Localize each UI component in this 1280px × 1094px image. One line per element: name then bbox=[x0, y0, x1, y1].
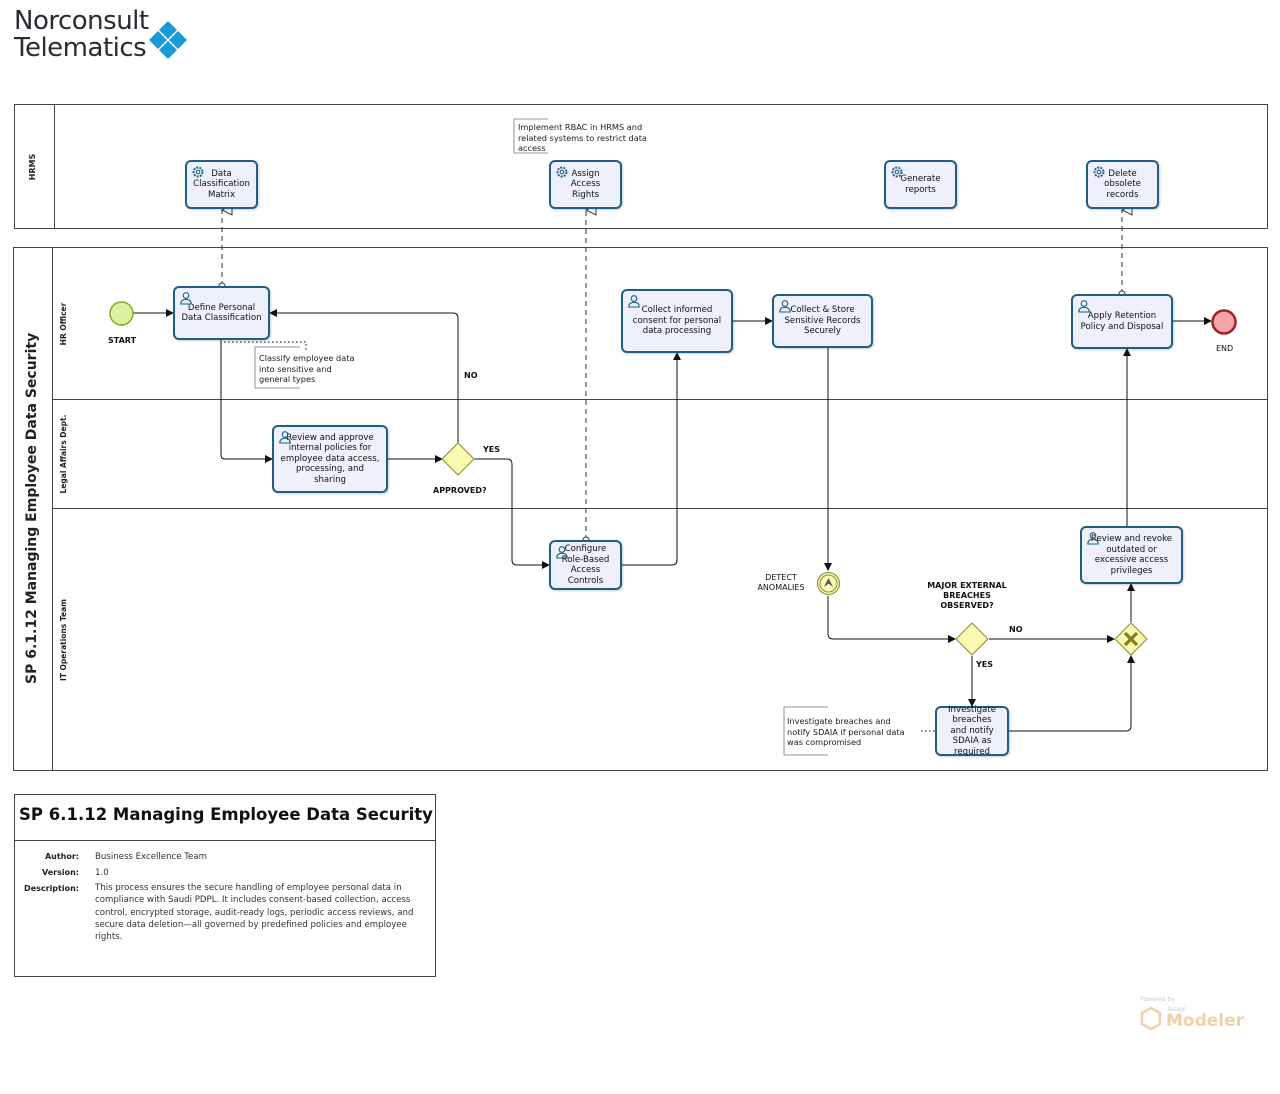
description-value: This process ensures the secure handling… bbox=[95, 883, 414, 943]
info-title: SP 6.1.12 Managing Employee Data Securit… bbox=[19, 805, 433, 824]
main-pool-header bbox=[13, 247, 53, 771]
investigate-breaches-task[interactable]: Investigate breaches and notify SDAIA as… bbox=[935, 704, 1009, 757]
start-event-label: START bbox=[108, 336, 137, 345]
end-event-icon[interactable] bbox=[1210, 308, 1238, 336]
approved-gateway-label: APPROVED? bbox=[433, 486, 487, 495]
task-label: Investigate breaches and notify SDAIA as… bbox=[948, 704, 996, 757]
gear-icon bbox=[1093, 166, 1105, 178]
main-pool bbox=[13, 247, 1268, 771]
task-label: Assign Access Rights bbox=[570, 168, 601, 200]
classify-annotation: Classify employee data into sensitive an… bbox=[259, 353, 355, 384]
hrms-pool-header bbox=[14, 104, 55, 229]
logo-line-1: Norconsult bbox=[14, 6, 149, 36]
bizagi-cube-icon bbox=[1140, 1006, 1162, 1031]
logo-diamond-icon bbox=[149, 21, 187, 59]
detect-anomalies-label: DETECT ANOMALIES bbox=[757, 573, 805, 592]
detect-anomalies-event-icon[interactable] bbox=[816, 571, 841, 596]
modeler-brand-text: Modeler bbox=[1166, 1011, 1245, 1031]
task-label: Review and approve internal policies for… bbox=[280, 432, 380, 485]
delete-obsolete-records-task[interactable]: Delete obsolete records bbox=[1086, 160, 1159, 209]
gear-icon bbox=[891, 166, 903, 178]
breach-gateway-label: MAJOR EXTERNAL BREACHES OBSERVED? bbox=[927, 581, 1007, 610]
approved-gateway-icon[interactable] bbox=[441, 442, 475, 476]
gear-icon bbox=[556, 166, 568, 178]
user-icon bbox=[556, 546, 568, 559]
apply-retention-policy-task[interactable]: Apply Retention Policy and Disposal bbox=[1071, 294, 1173, 349]
task-label: Collect & Store Sensitive Records Secure… bbox=[784, 305, 861, 337]
breach-gateway-icon[interactable] bbox=[955, 622, 989, 656]
task-label: Collect informed consent for personal da… bbox=[632, 305, 722, 337]
task-label: Apply Retention Policy and Disposal bbox=[1080, 311, 1164, 332]
gear-icon bbox=[192, 166, 204, 178]
review-approve-policies-task[interactable]: Review and approve internal policies for… bbox=[272, 425, 388, 493]
logo-line-2: Telematics bbox=[14, 33, 147, 63]
user-icon bbox=[279, 431, 291, 444]
task-label: Data Classification Matrix bbox=[193, 168, 250, 200]
merge-gateway-icon[interactable] bbox=[1114, 622, 1148, 656]
user-icon bbox=[1078, 300, 1090, 313]
task-label: Configure Role-Based Access Controls bbox=[561, 544, 610, 586]
define-personal-data-task[interactable]: Define Personal Data Classification bbox=[173, 286, 270, 340]
bizagi-brand-text: bizagi bbox=[1168, 1006, 1186, 1013]
user-icon bbox=[628, 295, 640, 308]
author-value: Business Excellence Team bbox=[95, 852, 207, 862]
company-logo: Norconsult Telematics bbox=[14, 8, 149, 62]
user-icon bbox=[180, 292, 192, 305]
hrms-pool bbox=[14, 104, 1268, 229]
user-icon bbox=[779, 300, 791, 313]
task-label: Delete obsolete records bbox=[1104, 168, 1141, 200]
info-divider bbox=[15, 840, 435, 841]
generate-reports-task[interactable]: Generate reports bbox=[884, 160, 957, 209]
user-icon bbox=[1087, 532, 1099, 545]
review-revoke-privileges-task[interactable]: Review and revoke outdated or excessive … bbox=[1080, 526, 1183, 584]
process-info-panel: SP 6.1.12 Managing Employee Data Securit… bbox=[14, 794, 436, 977]
version-key: Version: bbox=[41, 868, 79, 877]
description-key: Description: bbox=[24, 884, 79, 893]
flow-label-yes: YES bbox=[483, 445, 501, 454]
flow-label-no-breach: NO bbox=[1009, 625, 1023, 634]
task-label: Define Personal Data Classification bbox=[181, 302, 262, 324]
task-label: Review and revoke outdated or excessive … bbox=[1090, 534, 1173, 576]
breach-annotation: Investigate breaches and notify SDAIA if… bbox=[787, 716, 905, 747]
rbac-annotation: Implement RBAC in HRMS and related syste… bbox=[518, 122, 647, 153]
task-label: Generate reports bbox=[900, 174, 941, 195]
flow-label-no: NO bbox=[464, 371, 478, 380]
configure-rbac-task[interactable]: Configure Role-Based Access Controls bbox=[549, 540, 622, 590]
assign-access-rights-task[interactable]: Assign Access Rights bbox=[549, 160, 622, 209]
flow-label-yes-breach: YES bbox=[976, 660, 994, 669]
data-classification-matrix-task[interactable]: Data Classification Matrix bbox=[185, 160, 258, 209]
start-event-icon[interactable] bbox=[108, 300, 135, 327]
author-key: Author: bbox=[44, 852, 79, 861]
collect-informed-consent-task[interactable]: Collect informed consent for personal da… bbox=[621, 289, 733, 353]
end-event-label: END bbox=[1216, 344, 1234, 353]
lane-divider bbox=[53, 508, 1268, 509]
lane-divider bbox=[53, 399, 1268, 400]
version-value: 1.0 bbox=[95, 868, 109, 878]
powered-by-text: Powered by bbox=[1140, 996, 1175, 1003]
collect-store-records-task[interactable]: Collect & Store Sensitive Records Secure… bbox=[772, 294, 873, 348]
